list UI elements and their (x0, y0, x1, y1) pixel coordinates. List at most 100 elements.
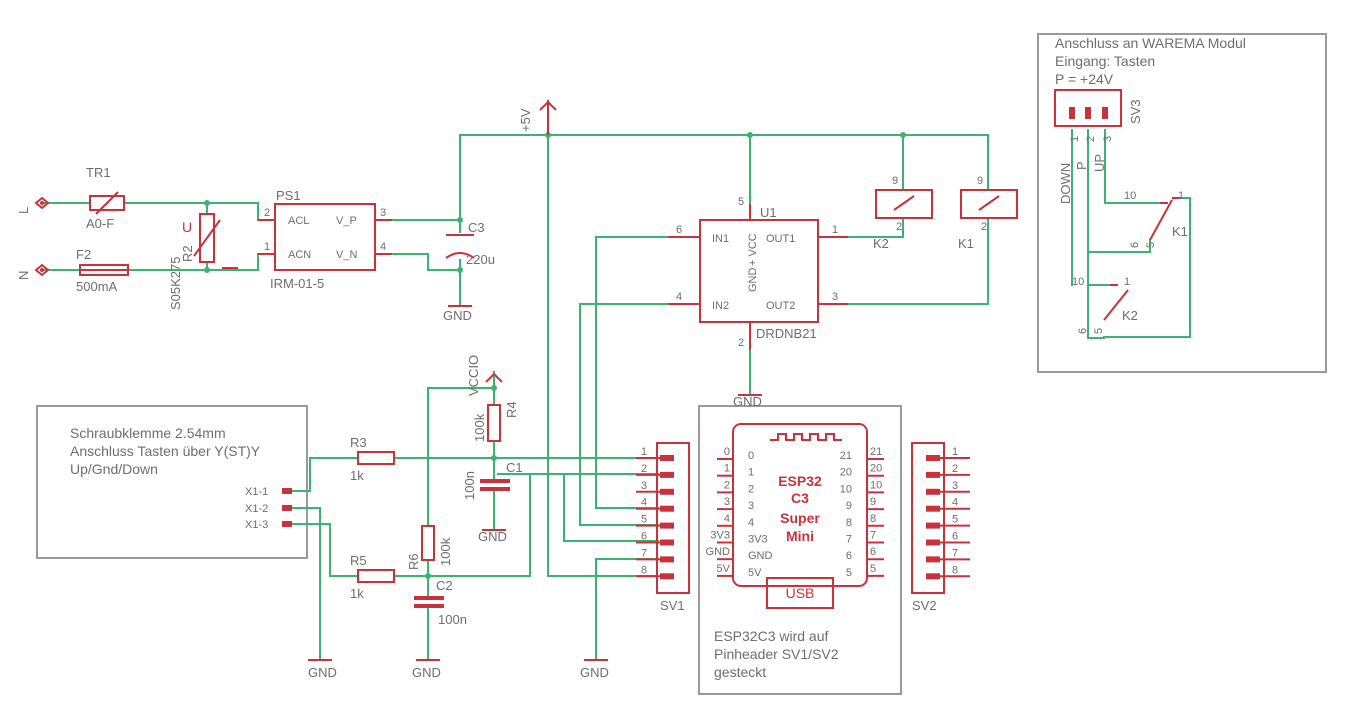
svg-text:OUT1: OUT1 (766, 233, 795, 245)
svg-text:3: 3 (832, 291, 838, 303)
sv2-pin-label: 1 (952, 446, 958, 458)
sv1-pin-label: 3 (641, 480, 647, 492)
esp32-board: ESP32 C3 Super Mini USB 012343V3GND5V012… (706, 423, 884, 609)
svg-text:U1: U1 (760, 205, 777, 220)
r2-varistor: U R2 S05K275 (168, 213, 238, 311)
warema-note-1: Anschluss an WAREMA Modul (1055, 35, 1246, 51)
terminal-note-2: Anschluss Tasten über Y(ST)Y (70, 443, 261, 459)
svg-text:220u: 220u (466, 252, 495, 267)
svg-text:R6: R6 (406, 553, 421, 570)
svg-text:4: 4 (676, 291, 682, 303)
terminal-note-3: Up/Gnd/Down (70, 461, 158, 477)
svg-text:DOWN: DOWN (1058, 163, 1073, 204)
esp-left-outer-label: 5V (717, 563, 731, 575)
svg-text:5: 5 (1093, 328, 1105, 334)
svg-text:2: 2 (264, 207, 270, 219)
esp-right-outer-label: 6 (870, 546, 876, 558)
svg-text:K1: K1 (1172, 224, 1188, 239)
esp-right-outer-label: 8 (870, 513, 876, 525)
esp-right-outer-label: 10 (870, 479, 882, 491)
svg-text:N: N (16, 271, 31, 280)
svg-text:1: 1 (264, 241, 270, 253)
svg-text:C2: C2 (436, 578, 453, 593)
svg-text:R5: R5 (350, 553, 367, 568)
supply-vccio: VCCIO (466, 355, 503, 396)
svg-text:1k: 1k (350, 586, 364, 601)
input-l: L (16, 196, 50, 214)
svg-text:1: 1 (832, 224, 838, 236)
svg-text:V_P: V_P (336, 215, 357, 227)
esp-left-inner-label: 1 (748, 467, 754, 479)
esp-right-inner-label: 8 (846, 517, 852, 529)
svg-text:C3: C3 (468, 220, 485, 235)
sv2-pin (926, 573, 940, 580)
svg-text:ACL: ACL (288, 215, 309, 227)
c3-capacitor: C3 220u (445, 220, 495, 267)
sv1-pin-label: 8 (641, 564, 647, 576)
svg-text:10: 10 (1124, 190, 1136, 202)
esp-right-inner-label: 21 (840, 450, 852, 462)
sv1-pin (660, 522, 674, 529)
c1-capacitor: C1 100n (462, 460, 523, 500)
svg-text:+5V: +5V (518, 108, 533, 132)
sv1-pin-label: 7 (641, 547, 647, 559)
svg-text:USB: USB (786, 585, 815, 601)
svg-text:SV1: SV1 (660, 598, 685, 613)
esp-right-inner-label: 5 (846, 567, 852, 579)
esp-left-inner-label: 4 (748, 517, 754, 529)
svg-text:6: 6 (1077, 328, 1089, 334)
svg-text:Mini: Mini (786, 528, 814, 544)
r6-resistor: R6 100k (406, 525, 453, 570)
svg-text:GND: GND (747, 268, 759, 293)
sv2-pin-label: 3 (952, 480, 958, 492)
svg-text:IN2: IN2 (712, 300, 729, 312)
svg-text:IN1: IN1 (712, 233, 729, 245)
svg-text:6: 6 (1129, 242, 1141, 248)
r4-resistor: R4 100k (472, 401, 519, 442)
sv2-pin (926, 539, 940, 546)
tr1-thermistor: TR1 A0-F (86, 165, 125, 231)
svg-text:UP: UP (1092, 154, 1107, 172)
esp-right-inner-label: 20 (840, 467, 852, 479)
sv2-pin (926, 455, 940, 461)
svg-text:S05K275: S05K275 (168, 257, 183, 311)
svg-text:R3: R3 (350, 435, 367, 450)
svg-text:K1: K1 (958, 236, 974, 251)
ps1-power-module: PS1 ACL ACN V_P V_N 2 1 3 4 IRM-01-5 (258, 188, 392, 291)
supply-5v: +5V (518, 100, 557, 135)
esp-right-outer-label: 5 (870, 563, 876, 575)
sv2-pin (926, 488, 940, 495)
sv1-pin (660, 488, 674, 495)
esp-right-outer-label: 20 (870, 463, 882, 475)
svg-text:C1: C1 (506, 460, 523, 475)
esp-left-outer-label: 1 (724, 463, 730, 475)
esp-left-inner-label: 3V3 (748, 534, 768, 546)
gnd-symbols: GND GND GND GND GND GND (308, 305, 762, 680)
sv2-pin (926, 556, 940, 563)
esp-left-outer-label: 4 (724, 513, 730, 525)
c2-capacitor: C2 100n (414, 578, 467, 627)
junction-dots (204, 132, 906, 579)
svg-text:DRDNB21: DRDNB21 (756, 326, 817, 341)
r5-resistor: R5 1k (350, 553, 395, 601)
sv2-pin-label: 4 (952, 497, 958, 509)
esp-right-inner-label: 6 (846, 550, 852, 562)
k1-switch: 10 1 6 5 K1 (1124, 190, 1188, 248)
svg-text:5: 5 (738, 196, 744, 208)
sv2-pin (926, 522, 940, 529)
svg-text:SV2: SV2 (912, 598, 937, 613)
svg-text:3: 3 (1102, 136, 1114, 142)
svg-text:ACN: ACN (288, 249, 311, 261)
svg-text:3: 3 (380, 207, 386, 219)
svg-text:100k: 100k (472, 413, 487, 442)
svg-text:500mA: 500mA (76, 279, 118, 294)
sv3-header: SV3 1 2 3 DOWN P UP (1054, 89, 1143, 204)
sv1-pin-label: 2 (641, 463, 647, 475)
terminal-frame (36, 405, 308, 559)
svg-text:1: 1 (1069, 136, 1081, 142)
svg-text:L: L (16, 207, 31, 214)
svg-text:K2: K2 (873, 236, 889, 251)
esp-frame (698, 405, 902, 695)
svg-text:R2: R2 (180, 245, 195, 262)
sv2-pin-label: 2 (952, 463, 958, 475)
